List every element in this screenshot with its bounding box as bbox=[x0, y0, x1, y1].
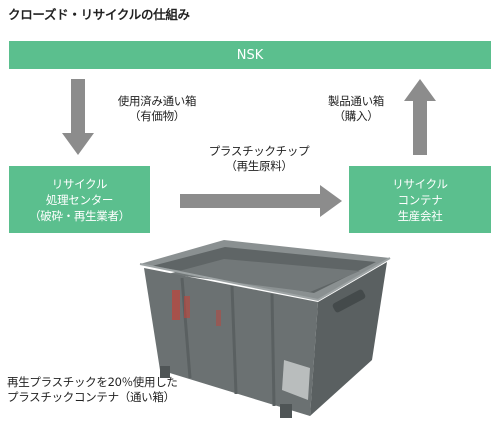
product-box-line: 製品通い箱 bbox=[328, 94, 384, 108]
product-box-label: 製品通い箱 （購入） bbox=[306, 94, 406, 124]
plastic-chip-label: プラスチックチップ （再生原料） bbox=[189, 144, 329, 174]
caption-line-1: 再生プラスチックを20％使用した bbox=[7, 375, 178, 389]
plastic-chip-line: プラスチックチップ bbox=[208, 144, 310, 158]
arrow-up-icon bbox=[404, 79, 436, 155]
arrow-down-icon bbox=[62, 79, 94, 155]
recycle-center-line-3: （破砕・再生業者） bbox=[29, 208, 130, 223]
used-box-note: （有価物） bbox=[129, 109, 185, 123]
container-maker-line-2: コンテナ bbox=[397, 192, 443, 207]
container-maker-box: リサイクル コンテナ 生産会社 bbox=[349, 166, 491, 233]
caption-line-2: プラスチックコンテナ（通い箱） bbox=[7, 390, 175, 404]
plastic-chip-note: （再生原料） bbox=[225, 159, 293, 173]
recycle-center-line-1: リサイクル bbox=[51, 176, 108, 191]
plastic-container-image bbox=[132, 238, 394, 421]
nsk-label: NSK bbox=[236, 47, 264, 63]
used-box-line: 使用済み通い箱 bbox=[117, 94, 197, 108]
used-box-label: 使用済み通い箱 （有価物） bbox=[102, 94, 212, 124]
page-title: クローズド・リサイクルの仕組み bbox=[8, 7, 190, 22]
container-caption: 再生プラスチックを20％使用した プラスチックコンテナ（通い箱） bbox=[7, 375, 178, 405]
product-box-note: （購入） bbox=[333, 109, 379, 123]
nsk-box: NSK bbox=[9, 41, 491, 69]
recycle-center-box: リサイクル 処理センター （破砕・再生業者） bbox=[9, 166, 150, 233]
container-maker-line-3: 生産会社 bbox=[397, 208, 443, 223]
container-maker-line-1: リサイクル bbox=[392, 176, 448, 191]
arrow-right-icon bbox=[180, 185, 342, 217]
recycle-center-line-2: 処理センター bbox=[45, 192, 114, 207]
